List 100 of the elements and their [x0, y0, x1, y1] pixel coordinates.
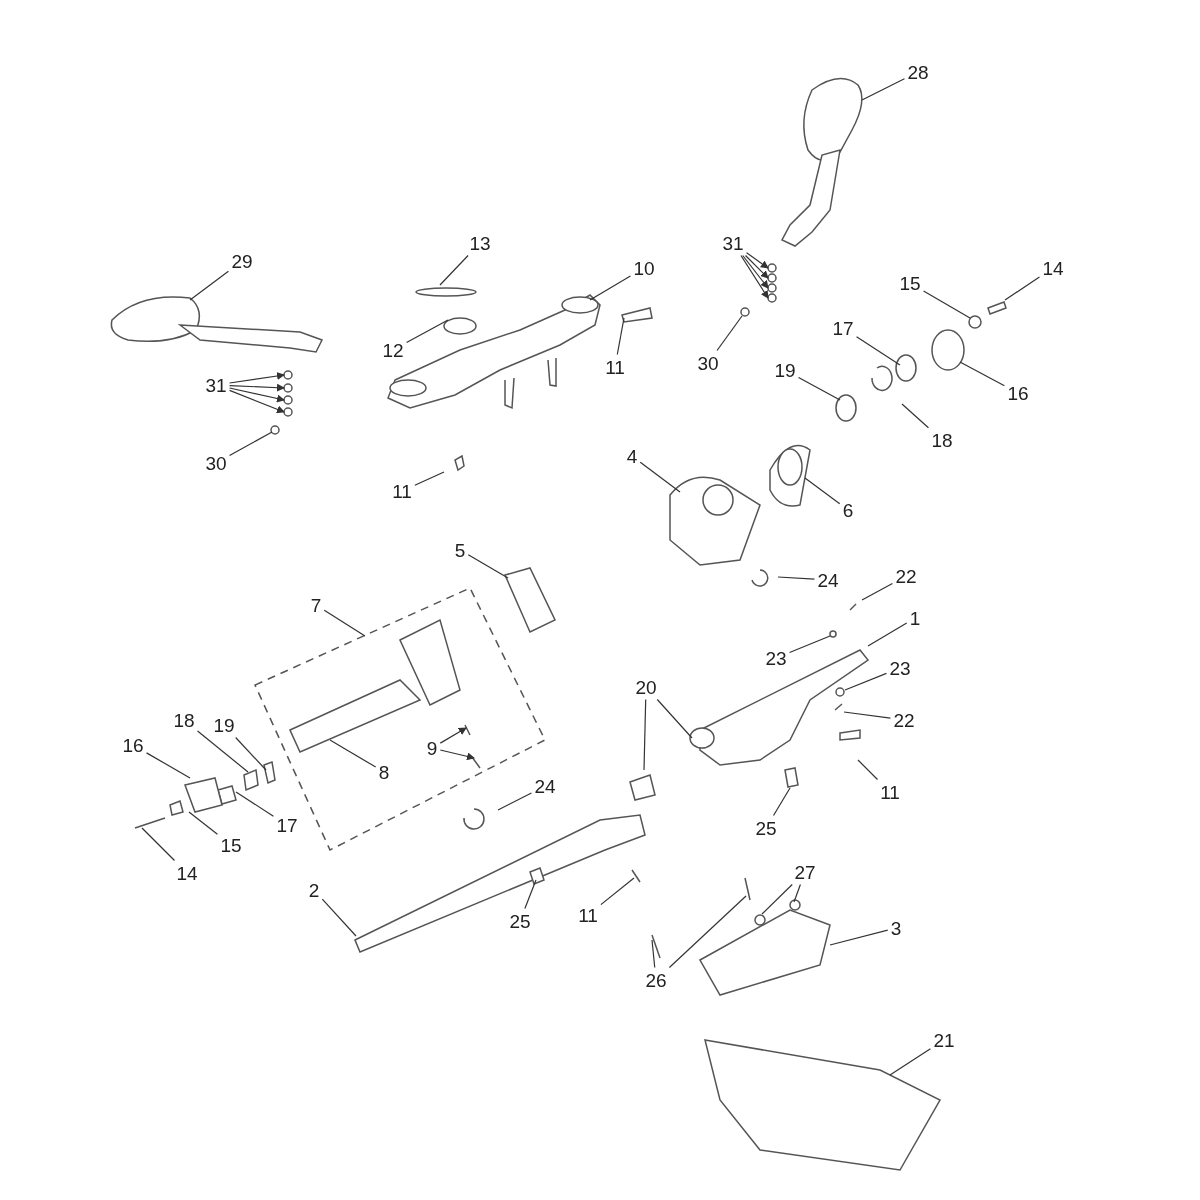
callout-number: 29	[230, 250, 254, 272]
leader-line	[922, 290, 971, 319]
callout-number: 3	[889, 917, 903, 939]
callout-number: 25	[754, 817, 778, 839]
leader-line	[745, 252, 769, 269]
callout-number: 4	[625, 445, 639, 467]
callout-number: 22	[894, 565, 918, 587]
callout-number: 21	[932, 1029, 956, 1051]
leader-line	[497, 792, 533, 811]
callout-number: 23	[764, 647, 788, 669]
leader-line	[668, 895, 747, 969]
callout-number: 16	[1006, 382, 1030, 404]
leader-line	[439, 727, 467, 744]
leader-line	[744, 254, 769, 279]
leader-line	[228, 431, 273, 457]
leader-line	[145, 752, 191, 779]
callout-number: 15	[219, 834, 243, 856]
leader-line	[323, 609, 366, 637]
leader-line	[189, 270, 230, 301]
callout-number: 25	[508, 910, 532, 932]
callout-number: 11	[577, 904, 599, 926]
callout-number: 11	[391, 480, 413, 502]
callout-number: 12	[381, 339, 405, 361]
callout-number: 14	[175, 862, 199, 884]
leader-line	[761, 883, 793, 915]
callout-number: 31	[721, 232, 745, 254]
leader-line	[861, 582, 894, 601]
callout-number: 9	[425, 737, 439, 759]
leader-line	[742, 254, 769, 289]
leader-line	[829, 929, 889, 946]
callout-number: 2	[307, 879, 321, 901]
callout-number: 14	[1041, 257, 1065, 279]
leader-line	[959, 361, 1006, 387]
leader-line	[329, 739, 377, 768]
leader-line	[321, 898, 357, 937]
leader-line	[643, 698, 647, 771]
leader-line	[788, 635, 831, 654]
leader-line	[228, 372, 285, 384]
leader-line	[716, 315, 743, 352]
callout-number: 30	[204, 452, 228, 474]
callout-number: 11	[879, 781, 901, 803]
leader-line	[616, 317, 625, 356]
callout-number: 8	[377, 761, 391, 783]
callout-number: 7	[309, 594, 323, 616]
callout-number: 24	[533, 775, 557, 797]
callout-number: 19	[212, 714, 236, 736]
callout-number: 17	[831, 317, 855, 339]
callout-number: 15	[898, 272, 922, 294]
callout-number: 27	[793, 861, 817, 883]
leader-line	[843, 711, 892, 719]
callout-number: 28	[906, 61, 930, 83]
leader-line	[867, 622, 908, 647]
callout-number: 20	[634, 676, 658, 698]
callout-number: 13	[468, 232, 492, 254]
callout-number: 6	[841, 499, 855, 521]
leader-line	[901, 403, 930, 429]
leader-line	[524, 879, 537, 910]
callout-number: 10	[632, 257, 656, 279]
leader-line	[228, 387, 285, 403]
callout-number: 11	[604, 356, 626, 378]
callout-number: 16	[121, 734, 145, 756]
callout-number: 31	[204, 374, 228, 396]
callout-number: 18	[172, 709, 196, 731]
callout-number: 19	[773, 359, 797, 381]
leader-line	[804, 477, 841, 505]
leader-line	[439, 254, 469, 286]
leader-line	[639, 461, 681, 493]
callout-number: 18	[930, 429, 954, 451]
callout-number: 5	[453, 539, 467, 561]
leader-line	[196, 730, 249, 773]
leader-line	[855, 336, 901, 366]
callout-number: 26	[644, 969, 668, 991]
leader-line	[777, 576, 816, 580]
leader-line	[1004, 276, 1041, 301]
leader-line	[235, 791, 275, 817]
leader-line	[651, 939, 656, 969]
callout-number: 1	[908, 607, 922, 629]
callout-number: 23	[888, 657, 912, 679]
leader-line	[772, 787, 791, 817]
leader-line	[857, 759, 879, 781]
leader-line	[228, 389, 285, 414]
callout-number: 17	[275, 814, 299, 836]
leader-line	[600, 877, 635, 906]
leader-line	[889, 1048, 932, 1076]
leader-line	[405, 319, 449, 344]
leader-line	[467, 554, 509, 579]
leader-line	[861, 78, 906, 101]
leader-line	[656, 698, 693, 739]
leader-line	[439, 749, 475, 761]
leader-line	[188, 811, 219, 835]
leader-line	[793, 883, 801, 903]
leader-line	[797, 376, 841, 401]
leader-line	[414, 471, 445, 486]
leader-line	[844, 672, 888, 691]
callout-number: 30	[696, 352, 720, 374]
leader-line	[141, 827, 176, 862]
callout-number: 22	[892, 709, 916, 731]
callout-number: 24	[816, 569, 840, 591]
leader-line	[589, 275, 632, 301]
leader-line	[740, 254, 769, 299]
